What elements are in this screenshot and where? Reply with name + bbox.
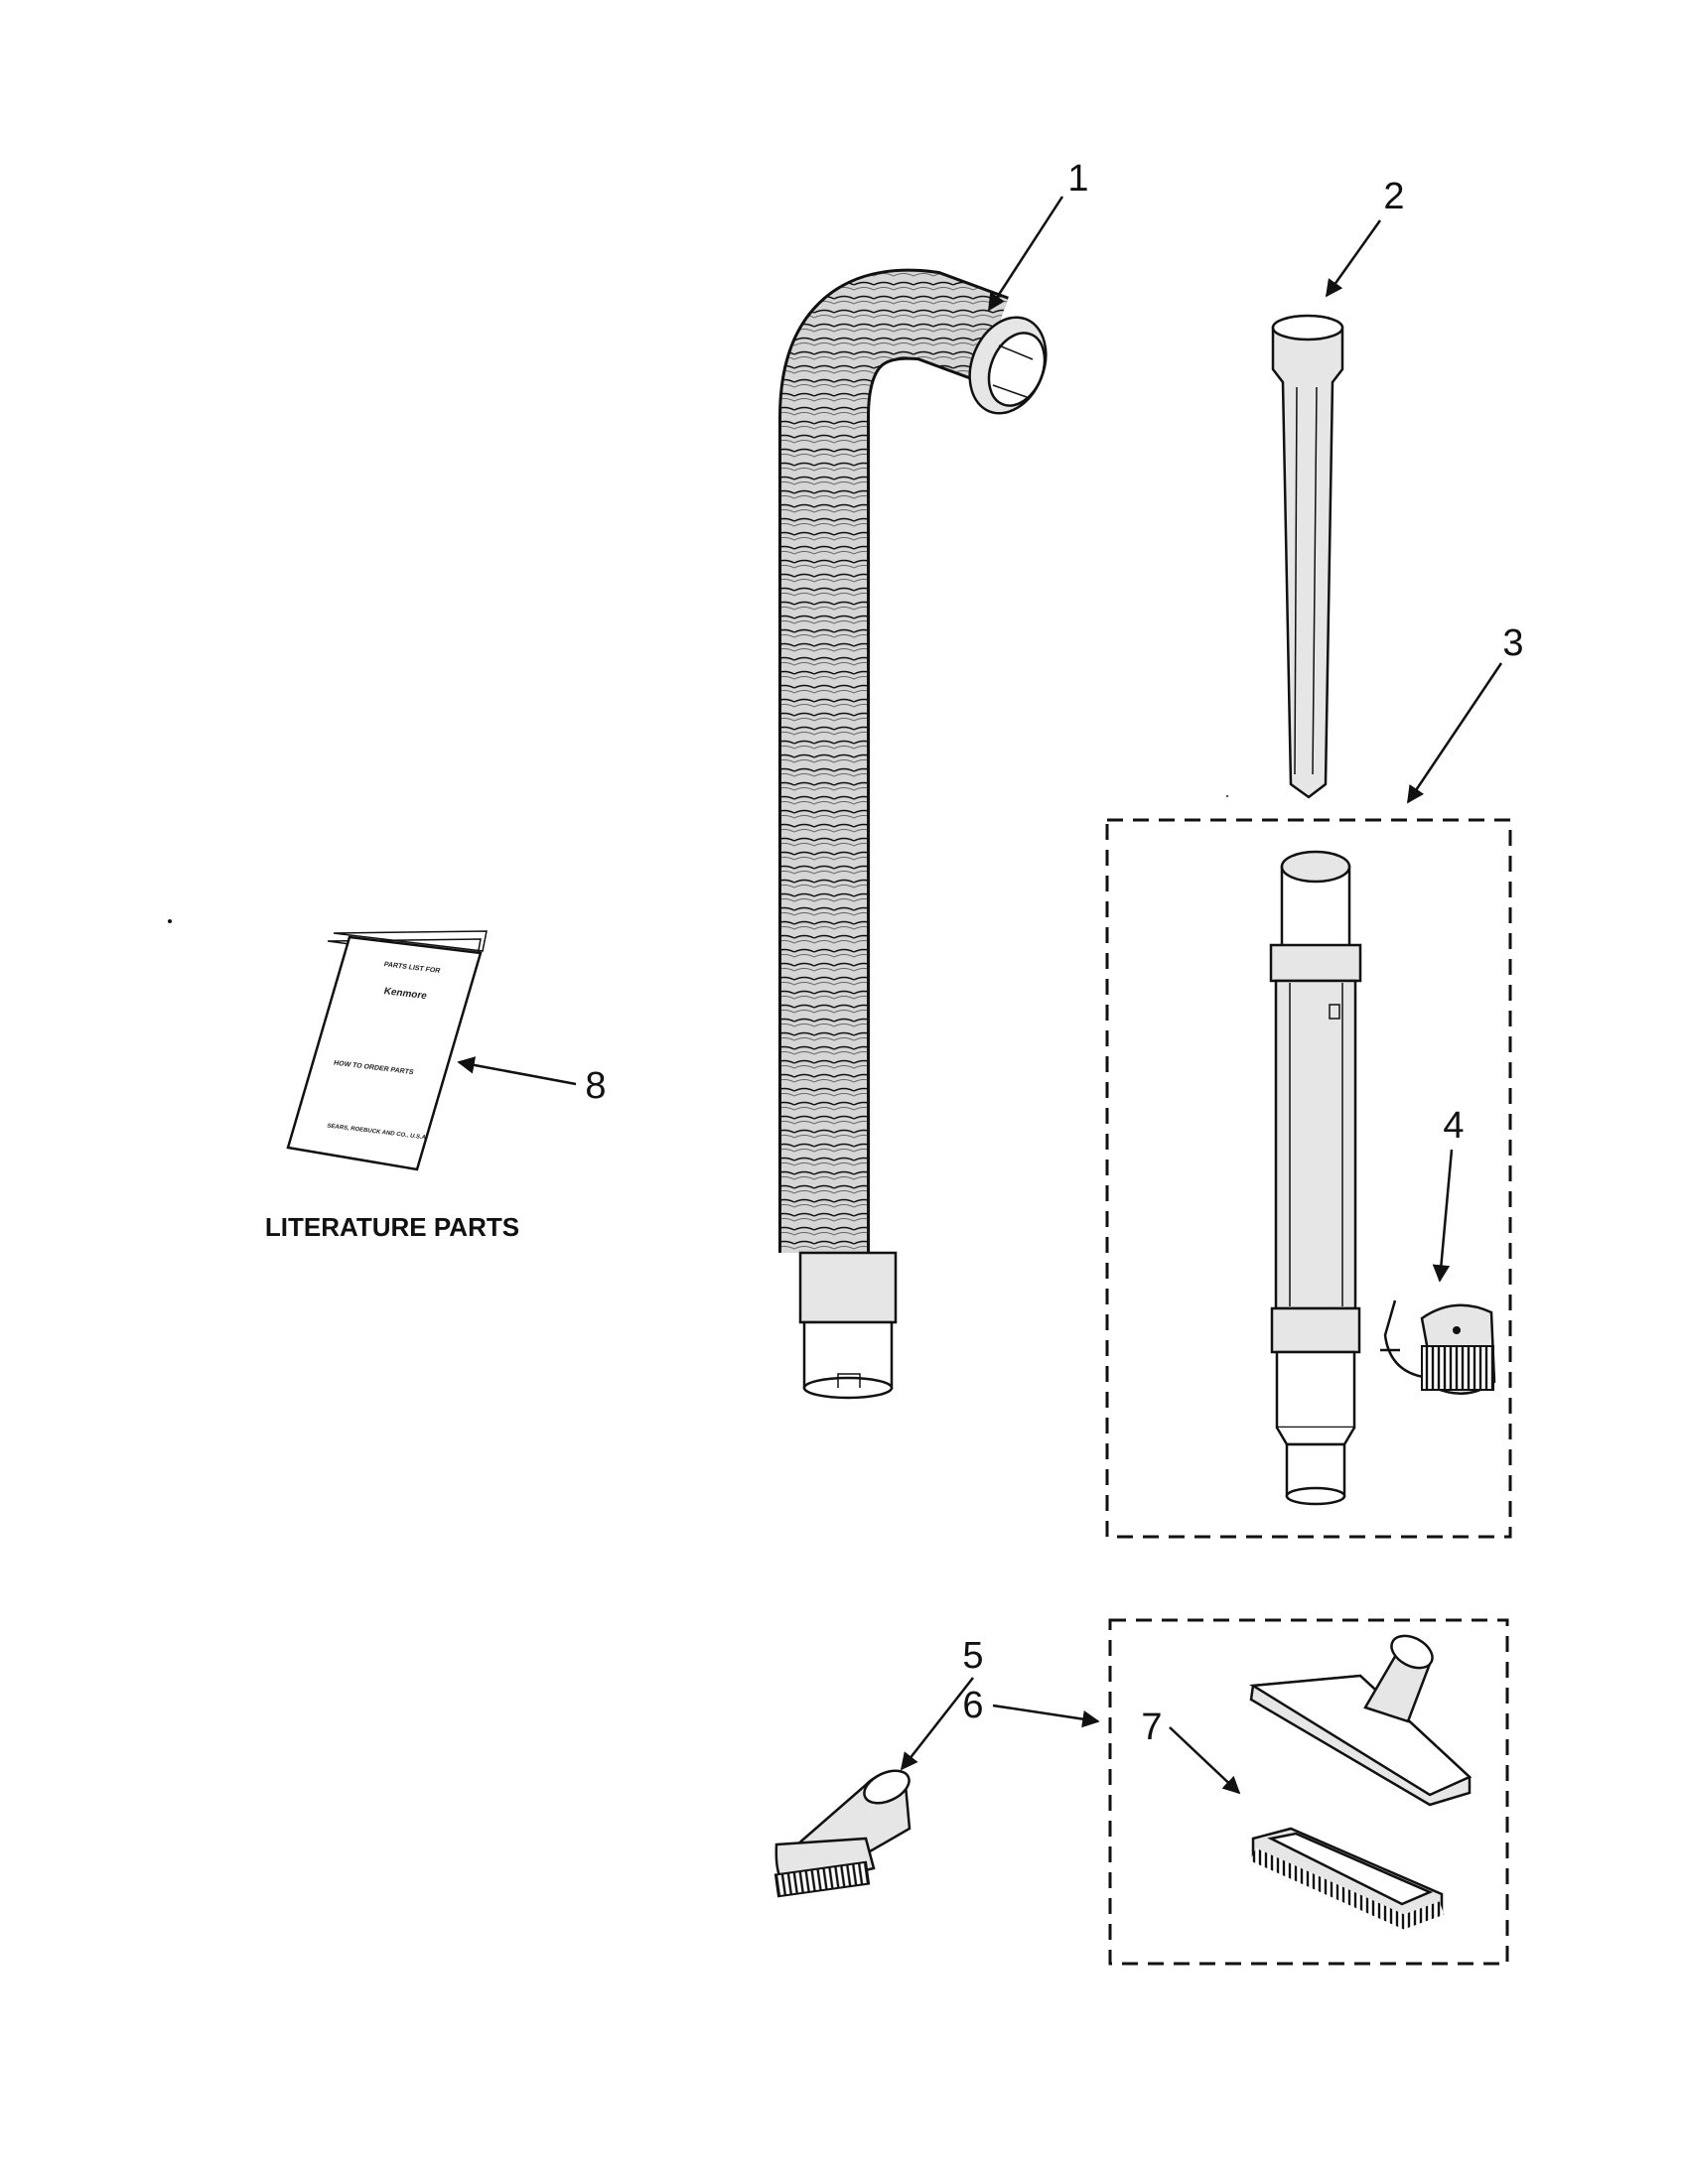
arrow-7 <box>1169 1726 1241 1795</box>
callout-8: 8 <box>585 1065 606 1107</box>
literature-parts-caption: LITERATURE PARTS <box>265 1212 519 1242</box>
callout-2: 2 <box>1383 176 1404 217</box>
wand-group-box <box>1105 818 1512 1539</box>
callout-numbers: 1 2 3 4 5 6 7 8 <box>585 158 1523 1748</box>
hose-part-1 <box>778 268 1048 1400</box>
arrow-5 <box>900 1677 974 1771</box>
arrow-8 <box>457 1056 577 1086</box>
callout-7: 7 <box>1141 1706 1162 1748</box>
hose-cuff <box>798 1251 898 1400</box>
hose-connector <box>968 316 1048 415</box>
scan-speck <box>168 919 172 923</box>
hose-ribs <box>781 271 1008 1253</box>
arrow-2 <box>1325 219 1382 298</box>
callout-4: 4 <box>1443 1105 1464 1147</box>
arrow-3 <box>1406 662 1503 804</box>
arrow-4 <box>1432 1149 1454 1283</box>
callout-arrows <box>457 196 1503 1795</box>
floor-tool <box>1249 1634 1473 1807</box>
callout-3: 3 <box>1502 622 1523 664</box>
crevice-tool-part-2 <box>1271 314 1344 799</box>
callout-1: 1 <box>1067 158 1088 200</box>
dusting-brush-part-5 <box>773 1769 912 1898</box>
owners-manual-part-8: PARTS LIST FOR Kenmore HOW TO ORDER PART… <box>286 930 488 1171</box>
extension-wand-part-3 <box>1269 850 1362 1506</box>
callout-5: 5 <box>962 1635 983 1677</box>
booklet-line-2: Kenmore <box>382 986 429 1002</box>
arrow-1 <box>987 196 1064 312</box>
callout-6: 6 <box>962 1685 983 1726</box>
scan-speck <box>1225 794 1229 798</box>
rug-brush-insert-part-7 <box>1250 1827 1445 1930</box>
wand-clip-part-4 <box>1380 1299 1496 1395</box>
arrow-6 <box>992 1704 1100 1728</box>
floor-tools-group-box <box>1108 1618 1509 1966</box>
